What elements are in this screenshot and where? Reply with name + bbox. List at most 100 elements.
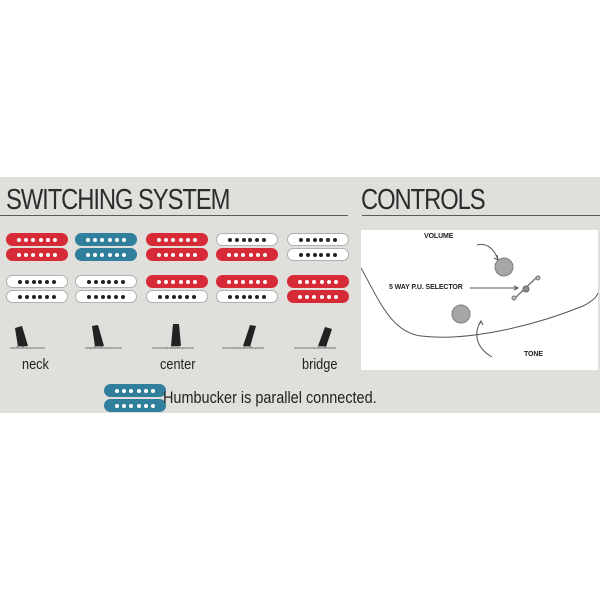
selector-switch-icon <box>522 285 530 293</box>
pole-piece <box>255 294 260 299</box>
pole-piece <box>171 294 176 299</box>
pole-piece <box>52 237 57 242</box>
selector-switch-icon <box>511 295 517 301</box>
pole-piece <box>121 279 126 284</box>
pole-piece <box>241 294 246 299</box>
pole-piece <box>262 294 267 299</box>
pole-piece <box>150 403 155 408</box>
pole-piece <box>319 252 324 257</box>
pole-piece <box>241 237 246 242</box>
pickup-coil <box>75 233 137 246</box>
pole-piece <box>121 294 126 299</box>
pickup-coil <box>146 233 208 246</box>
legend-pickup-icon <box>104 384 168 414</box>
pole-piece <box>255 252 260 257</box>
pole-piece <box>38 237 43 242</box>
pole-piece <box>17 237 22 242</box>
pickup-coil <box>146 248 208 261</box>
selector-switch-icon <box>294 327 336 350</box>
selector-switch-icon <box>222 325 264 350</box>
volume-label: VOLUME <box>424 233 454 240</box>
pole-piece <box>234 237 239 242</box>
pole-piece <box>114 279 119 284</box>
pole-piece <box>319 237 324 242</box>
pole-piece <box>185 294 190 299</box>
pickup-coil <box>216 290 278 303</box>
pole-piece <box>45 294 50 299</box>
pole-piece <box>241 279 246 284</box>
selector-switch-icon <box>535 275 541 281</box>
pole-piece <box>100 252 105 257</box>
pole-piece <box>333 252 338 257</box>
pole-piece <box>38 252 43 257</box>
pole-piece <box>31 237 36 242</box>
pole-piece <box>164 294 169 299</box>
pole-piece <box>115 388 120 393</box>
switching-system-title: SWITCHING SYSTEM <box>6 184 230 216</box>
pole-piece <box>298 294 303 299</box>
pole-piece <box>157 237 162 242</box>
pole-piece <box>333 279 338 284</box>
pole-piece <box>227 294 232 299</box>
pole-piece <box>171 279 176 284</box>
pole-piece <box>312 237 317 242</box>
pole-piece <box>171 252 176 257</box>
pole-piece <box>86 294 91 299</box>
pole-piece <box>248 252 253 257</box>
pole-piece <box>326 237 331 242</box>
pole-piece <box>248 294 253 299</box>
pole-piece <box>157 252 162 257</box>
pole-piece <box>164 237 169 242</box>
pole-piece <box>192 237 197 242</box>
pole-piece <box>24 279 29 284</box>
pole-piece <box>143 403 148 408</box>
pole-piece <box>122 403 127 408</box>
guitar-body-outline-icon <box>361 243 598 358</box>
selector-label: 5 WAY P.U. SELECTOR <box>389 284 463 291</box>
pickup-coil <box>146 275 208 288</box>
pole-piece <box>100 294 105 299</box>
pickup-coil <box>287 233 349 246</box>
pole-piece <box>17 279 22 284</box>
pole-piece <box>305 252 310 257</box>
pole-piece <box>93 237 98 242</box>
pole-piece <box>333 237 338 242</box>
pickup-coil <box>75 248 137 261</box>
pole-piece <box>248 279 253 284</box>
pole-piece <box>227 252 232 257</box>
selector-switch-icon <box>10 326 45 350</box>
pole-piece <box>192 294 197 299</box>
pickup-coil <box>216 233 278 246</box>
pole-piece <box>31 294 36 299</box>
pickup-coil <box>75 275 137 288</box>
pole-piece <box>24 294 29 299</box>
pole-piece <box>100 279 105 284</box>
pickup-coil <box>216 275 278 288</box>
pole-piece <box>326 279 331 284</box>
selector-switch-icon <box>152 324 194 350</box>
pickup-coil <box>287 290 349 303</box>
pickup-coil <box>6 233 68 246</box>
pole-piece <box>178 237 183 242</box>
pole-piece <box>312 294 317 299</box>
pole-piece <box>86 237 91 242</box>
pole-piece <box>262 279 267 284</box>
pole-piece <box>107 252 112 257</box>
pole-piece <box>227 237 232 242</box>
pole-piece <box>24 252 29 257</box>
tone-label: TONE <box>524 351 543 358</box>
pole-piece <box>38 279 43 284</box>
pole-piece <box>248 237 253 242</box>
pole-piece <box>114 237 119 242</box>
pole-piece <box>121 252 126 257</box>
pole-piece <box>121 237 126 242</box>
pole-piece <box>298 279 303 284</box>
pole-piece <box>17 252 22 257</box>
pole-piece <box>305 294 310 299</box>
pole-piece <box>93 294 98 299</box>
pole-piece <box>136 388 141 393</box>
pole-piece <box>241 252 246 257</box>
title-underline <box>0 215 348 216</box>
pole-piece <box>100 237 105 242</box>
pole-piece <box>24 237 29 242</box>
